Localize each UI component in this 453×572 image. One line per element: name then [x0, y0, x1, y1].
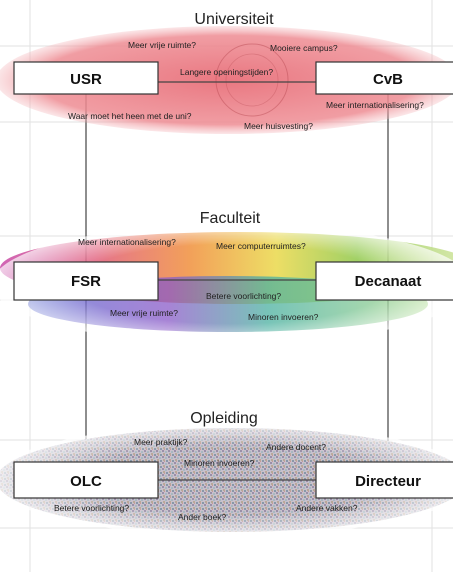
university-title: Universiteit	[194, 11, 274, 28]
university-ellipse	[0, 26, 453, 134]
programme-question: Minoren invoeren?	[184, 458, 255, 468]
programme-level: Opleiding OLC Directeur Meer praktijk? A…	[0, 410, 453, 536]
faculty-question: Meer internationalisering?	[78, 237, 176, 247]
faculty-question: Betere voorlichting?	[206, 291, 281, 301]
programme-question: Betere voorlichting?	[54, 503, 129, 513]
faculty-question: Meer vrije ruimte?	[110, 308, 178, 318]
university-question: Waar moet het heen met de uni?	[68, 111, 192, 121]
cvb-label: CvB	[373, 71, 403, 88]
programme-question: Meer praktijk?	[134, 437, 188, 447]
fsr-label: FSR	[71, 273, 101, 290]
programme-question: Andere vakken?	[296, 503, 358, 513]
programme-question: Andere docent?	[266, 442, 326, 452]
faculty-title: Faculteit	[200, 210, 261, 227]
olc-box	[13, 461, 159, 499]
university-question: Langere openingstijden?	[180, 67, 273, 77]
university-question: Mooiere campus?	[270, 43, 338, 53]
faculty-question: Meer computerruimtes?	[216, 241, 306, 251]
university-seal	[215, 43, 289, 117]
university-level: Universiteit USR CvB Meer vrije ruimte? …	[0, 11, 453, 134]
university-question: Meer huisvesting?	[244, 121, 313, 131]
programme-question: Ander boek?	[178, 512, 226, 522]
university-question: Meer vrije ruimte?	[128, 40, 196, 50]
university-question: Meer internationalisering?	[326, 100, 424, 110]
directeur-label: Directeur	[355, 473, 421, 490]
cvb-box	[315, 61, 453, 95]
directeur-box	[315, 461, 453, 499]
programme-title: Opleiding	[190, 410, 258, 427]
olc-label: OLC	[70, 473, 102, 490]
usr-label: USR	[70, 71, 102, 88]
decanaat-label: Decanaat	[355, 273, 422, 290]
faculty-level: Faculteit FSR Decanaat Meer internationa…	[0, 210, 453, 344]
decanaat-box	[315, 261, 453, 301]
faculty-question: Minoren invoeren?	[248, 312, 319, 322]
fsr-box	[13, 261, 159, 301]
usr-box	[13, 61, 159, 95]
